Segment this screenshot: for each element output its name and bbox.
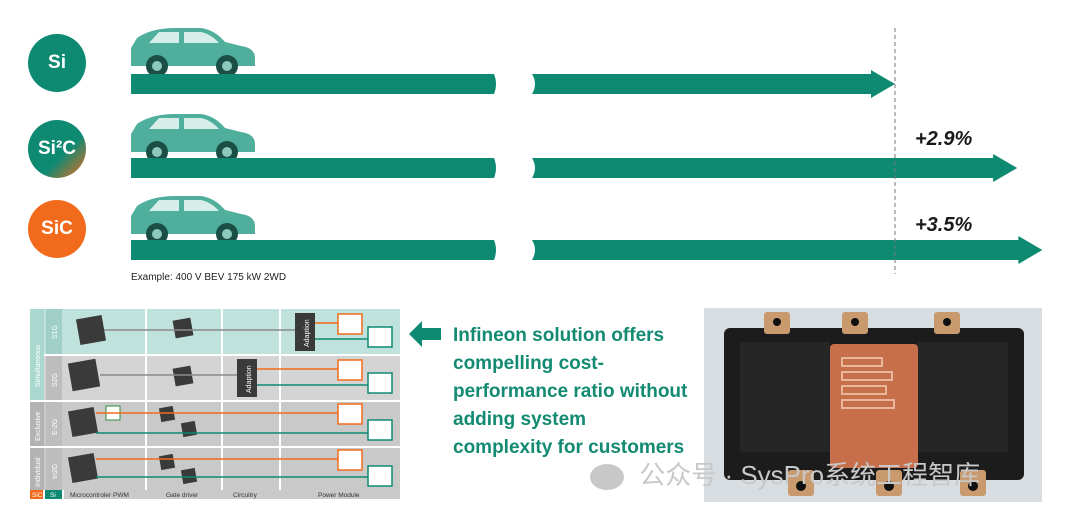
legend-si: Si [50, 492, 56, 499]
row-code-s1g: S1G [52, 325, 59, 339]
tech-circle-si: Si [28, 34, 86, 92]
group-label-individual: Individual [35, 457, 42, 487]
range-bar-start [131, 240, 496, 260]
group-label-exclusive: Exclusive [35, 411, 42, 441]
column-label-power-module: Power Module [318, 492, 360, 499]
car-icon [131, 28, 255, 77]
row-code-s2g: S2G [52, 373, 59, 387]
group-label-simultaneous: Simultaneous [35, 344, 42, 387]
wechat-icon [590, 464, 624, 491]
column-label-mcu: Microcontroler PWM [70, 492, 129, 499]
legend-sic: SiC [32, 492, 43, 499]
car-icon [131, 114, 255, 163]
column-label-circuitry: Circuitry [233, 492, 258, 499]
solution-statement: Infineon solution offers compelling cost… [453, 325, 688, 458]
watermark-text: 公众号 · SysPro系统工程智库 [639, 460, 981, 490]
adaption-label-s2g: Adaption [246, 365, 253, 393]
tech-circle-si2c: Si²C [28, 120, 86, 178]
gain-label-si2c: +2.9% [915, 128, 973, 150]
car-icon [131, 196, 255, 245]
architecture-diagram: Simultaneous Exclusive Individual S1G S2… [30, 309, 402, 499]
column-label-gate-driver: Gate driver [166, 492, 199, 499]
tech-label-sic: SiC [41, 218, 73, 239]
gain-label-sic: +3.5% [915, 214, 973, 236]
tech-label-si2c: Si²C [38, 138, 76, 159]
range-comparison-graphic [131, 28, 1043, 274]
range-bar-start [131, 158, 496, 178]
example-caption: Example: 400 V BEV 175 kW 2WD [131, 272, 287, 283]
range-bar-start [131, 74, 496, 94]
tech-circle-sic: SiC [28, 200, 86, 258]
left-arrow-icon [409, 321, 441, 347]
range-arrow-sic [532, 236, 1043, 264]
row-code-in2g: In2G [52, 464, 59, 479]
range-arrow-si2c [532, 154, 1018, 182]
adaption-label-s1g: Adaption [304, 319, 311, 347]
range-arrow-si [532, 70, 895, 98]
chip-icon [67, 314, 198, 485]
power-module-photo [704, 308, 1042, 502]
watermark: 公众号 · SysPro系统工程智库 [590, 455, 980, 492]
row-code-e2g: E-2G [52, 419, 59, 435]
tech-label-si: Si [48, 52, 66, 73]
